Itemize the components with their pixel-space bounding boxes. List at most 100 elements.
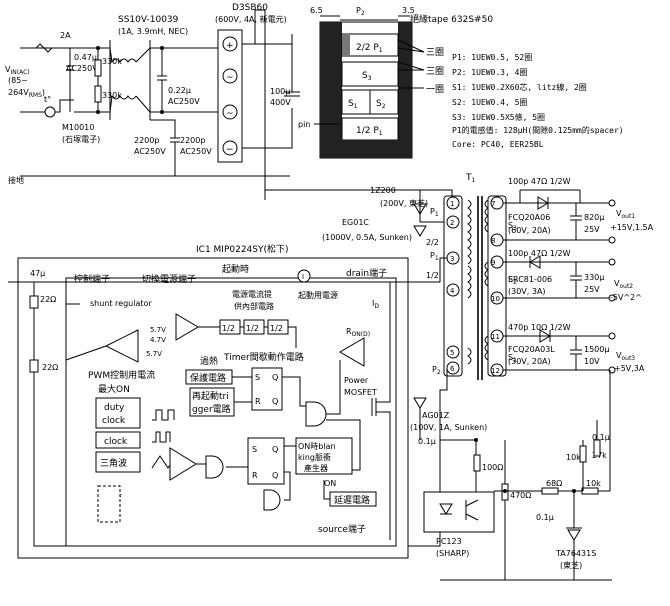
svg-text:~: ~ — [226, 109, 234, 119]
vout1-label: Vout1 — [616, 209, 635, 220]
svg-text:~: ~ — [226, 73, 234, 83]
duty-waveform-icon — [152, 409, 175, 421]
feedback-section: AG01Z (100V, 1A, Sunken) 0.1μ 100Ω 470Ω … — [410, 370, 612, 581]
rs-latch-1 — [251, 367, 283, 411]
ta76431-maker: (東芝) — [560, 560, 582, 570]
bulk-cap-label: 100μ — [270, 87, 290, 96]
winding-s3 — [341, 61, 399, 87]
rs-latch-2 — [247, 437, 285, 485]
shunt-regulator-label: shunt regulator — [90, 299, 152, 308]
svg-text:I: I — [302, 273, 304, 281]
v57b-label: 5.7V — [146, 350, 162, 358]
bridge-part: D3SB60 — [232, 3, 268, 13]
winding-s1-label: S1 — [348, 99, 358, 110]
cap1-voltage: AC250V — [66, 64, 98, 73]
svg-text:11: 11 — [491, 333, 500, 341]
svg-text:5: 5 — [450, 349, 454, 357]
ic-outer-frame — [17, 257, 409, 559]
max-on-label: 最大ON — [98, 383, 130, 395]
ground-label: 接地 — [8, 175, 24, 185]
note-7: Core: PC40, EER25BL — [452, 140, 544, 149]
timer-circuit-label: Timer間歇動作電路 — [223, 351, 304, 363]
c2-label: 330μ — [584, 273, 604, 282]
startup-label: 起動時 — [222, 264, 249, 275]
svg-text:1/2: 1/2 — [270, 324, 283, 333]
r68-label: 68Ω — [546, 479, 562, 488]
winding-s2 — [369, 89, 399, 115]
diode2-spec: (30V, 3A) — [508, 287, 546, 296]
ta76431-icon — [566, 527, 582, 541]
ag01z-label: AG01Z — [422, 411, 450, 420]
svg-text:10: 10 — [491, 295, 500, 303]
svg-text:6: 6 — [450, 365, 455, 373]
protection-circuit-label: 保護電路 — [190, 372, 226, 384]
ic-title: IC1 MIP0224SY(松下) — [196, 243, 289, 255]
svg-text:1/2: 1/2 — [222, 324, 235, 333]
eg01c-diode-icon — [413, 225, 427, 237]
s3-label: S3 — [508, 221, 517, 232]
bridge-spec: (600V, 4A, 新電元) — [215, 14, 287, 24]
svg-text:S: S — [255, 373, 260, 382]
startup-current-label: 起動用電源 — [298, 291, 338, 300]
transformer-cross-section: 6.5 P2 3.5 絕緣tape 632S#50 2/2 P1 S3 S1 S… — [298, 6, 493, 159]
source-pin-label: source端子 — [318, 523, 366, 535]
eg01c-spec: (1000V, 0.5A, Sunken) — [322, 233, 412, 242]
note-5: S3: 1UEW0.5X5條, 5圈 — [452, 112, 545, 122]
zener-spec: (200V, 東芝) — [380, 198, 428, 208]
pin-label: pin — [298, 120, 310, 129]
id-label: ID — [372, 299, 379, 310]
winding-s1 — [341, 89, 371, 115]
dim-left: 6.5 — [310, 6, 323, 15]
ic-inner-frame — [65, 277, 397, 547]
duty-clock-label: clock — [102, 416, 126, 426]
secondary-side-frame — [487, 195, 507, 377]
winding-p1-bottom-label: 1/2 P1 — [356, 126, 383, 137]
cap4-label: 2200p — [180, 136, 205, 145]
cap1-label: 0.47μ — [74, 53, 97, 62]
p2-label: P2 — [432, 365, 441, 376]
svg-text:Q: Q — [272, 445, 278, 454]
thermistor-label: t° — [44, 95, 51, 104]
cap3-label: 2200p — [134, 136, 159, 145]
snubber1-label: 100p 47Ω 1/2W — [508, 177, 571, 186]
vout2-value: -5V^2^ — [610, 293, 642, 302]
diode3-part: FCQ20A03L — [508, 345, 555, 354]
lpf-box — [97, 485, 121, 523]
common-mode-choke-icon — [111, 58, 137, 63]
r1-icon — [94, 59, 102, 77]
ic-block: IC1 MIP0224SY(松下) 47μ 22Ω 22Ω 控制端子 切換電源端… — [8, 243, 448, 559]
duty-clock-box — [95, 397, 141, 429]
zener-icon — [413, 203, 427, 215]
drain-pin-label: drain端子 — [346, 267, 387, 279]
c3-voltage: 10V — [584, 357, 600, 366]
diode3-icon — [539, 329, 551, 343]
insulation-tape-label: 絕緣tape 632S#50 — [410, 13, 493, 25]
delay-circuit-label: 延遲電路 — [334, 494, 370, 506]
pwm-error-amp — [104, 329, 139, 363]
current-comparator — [339, 337, 365, 367]
c01a-label: 0.1μ — [418, 437, 436, 446]
switch-pin-label: 切換電源端子 — [142, 273, 196, 285]
r2-icon — [94, 85, 102, 103]
winding-p1-top-label: 2/2 P1 — [356, 43, 383, 54]
cap2-voltage: AC250V — [168, 97, 200, 106]
power-mosfet-icon — [371, 282, 391, 540]
vout3-label: Vout3 — [616, 351, 635, 362]
core-right — [398, 22, 412, 158]
eg01c-label: EG01C — [342, 218, 369, 227]
r10k2-label: 10k — [566, 453, 581, 462]
r47-label: 47μ — [30, 269, 45, 278]
pwm-comparator — [169, 447, 197, 481]
note-6: P1的電感值: 128μH(間隙0.125mm的spacer) — [452, 125, 624, 135]
and-gate-3 — [263, 489, 281, 511]
restart-trigger-box — [189, 387, 235, 417]
c1-label: 820μ — [584, 213, 604, 222]
svg-text:R: R — [252, 471, 258, 480]
svg-text:9: 9 — [491, 259, 495, 267]
note-4: S2: 1UEW0.4, 5圈 — [452, 98, 527, 107]
layer-3b-label: 三圈 — [426, 66, 444, 77]
svg-text:Q: Q — [272, 373, 278, 382]
winding-notes: P1: 1UEW0.5, 52圈 P2: 1UEW0.3, 4圈 S1: 1UE… — [452, 53, 624, 149]
c01c-label: 0.1μ — [536, 513, 554, 522]
r2-label: 330k — [102, 91, 122, 100]
